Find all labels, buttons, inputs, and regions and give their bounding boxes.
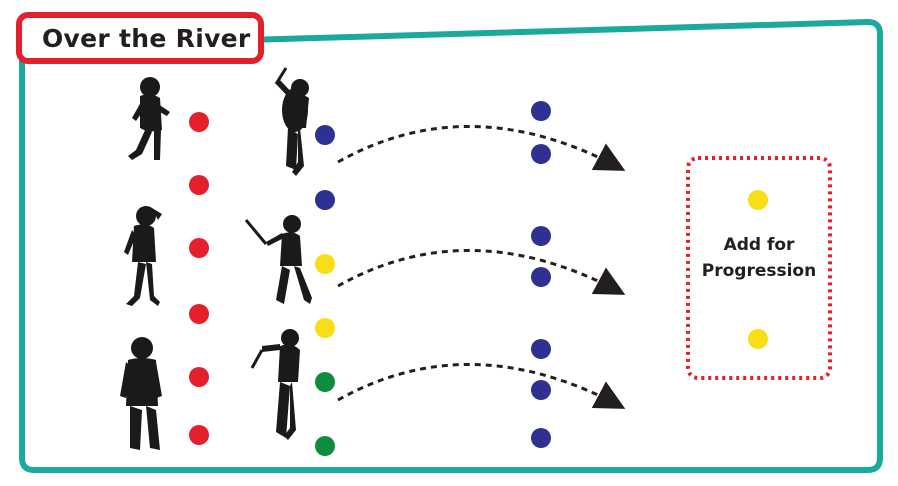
progression-ball-bottom [748,329,768,349]
target-cones [531,101,551,448]
blue-ball [315,125,335,145]
progression-label-line2: Progression [696,258,822,284]
progression-ball-top [748,190,768,210]
blue-cone [531,339,551,359]
yellow-ball [315,254,335,274]
red-cone [189,367,209,387]
blue-cone [531,380,551,400]
blue-cone [531,226,551,246]
blue-cone [531,267,551,287]
blue-cone [531,428,551,448]
progression-label-line1: Add for [696,232,822,258]
title-tab: Over the River [16,12,264,64]
red-cone [189,425,209,445]
blue-ball [315,190,335,210]
red-cone [189,238,209,258]
red-cone [189,304,209,324]
blue-cone [531,101,551,121]
red-cone [189,175,209,195]
yellow-ball [315,318,335,338]
drill-title: Over the River [42,24,251,53]
red-cone [189,112,209,132]
blue-cone [531,144,551,164]
green-ball [315,436,335,456]
green-ball [315,372,335,392]
progression-label: Add for Progression [696,232,822,284]
